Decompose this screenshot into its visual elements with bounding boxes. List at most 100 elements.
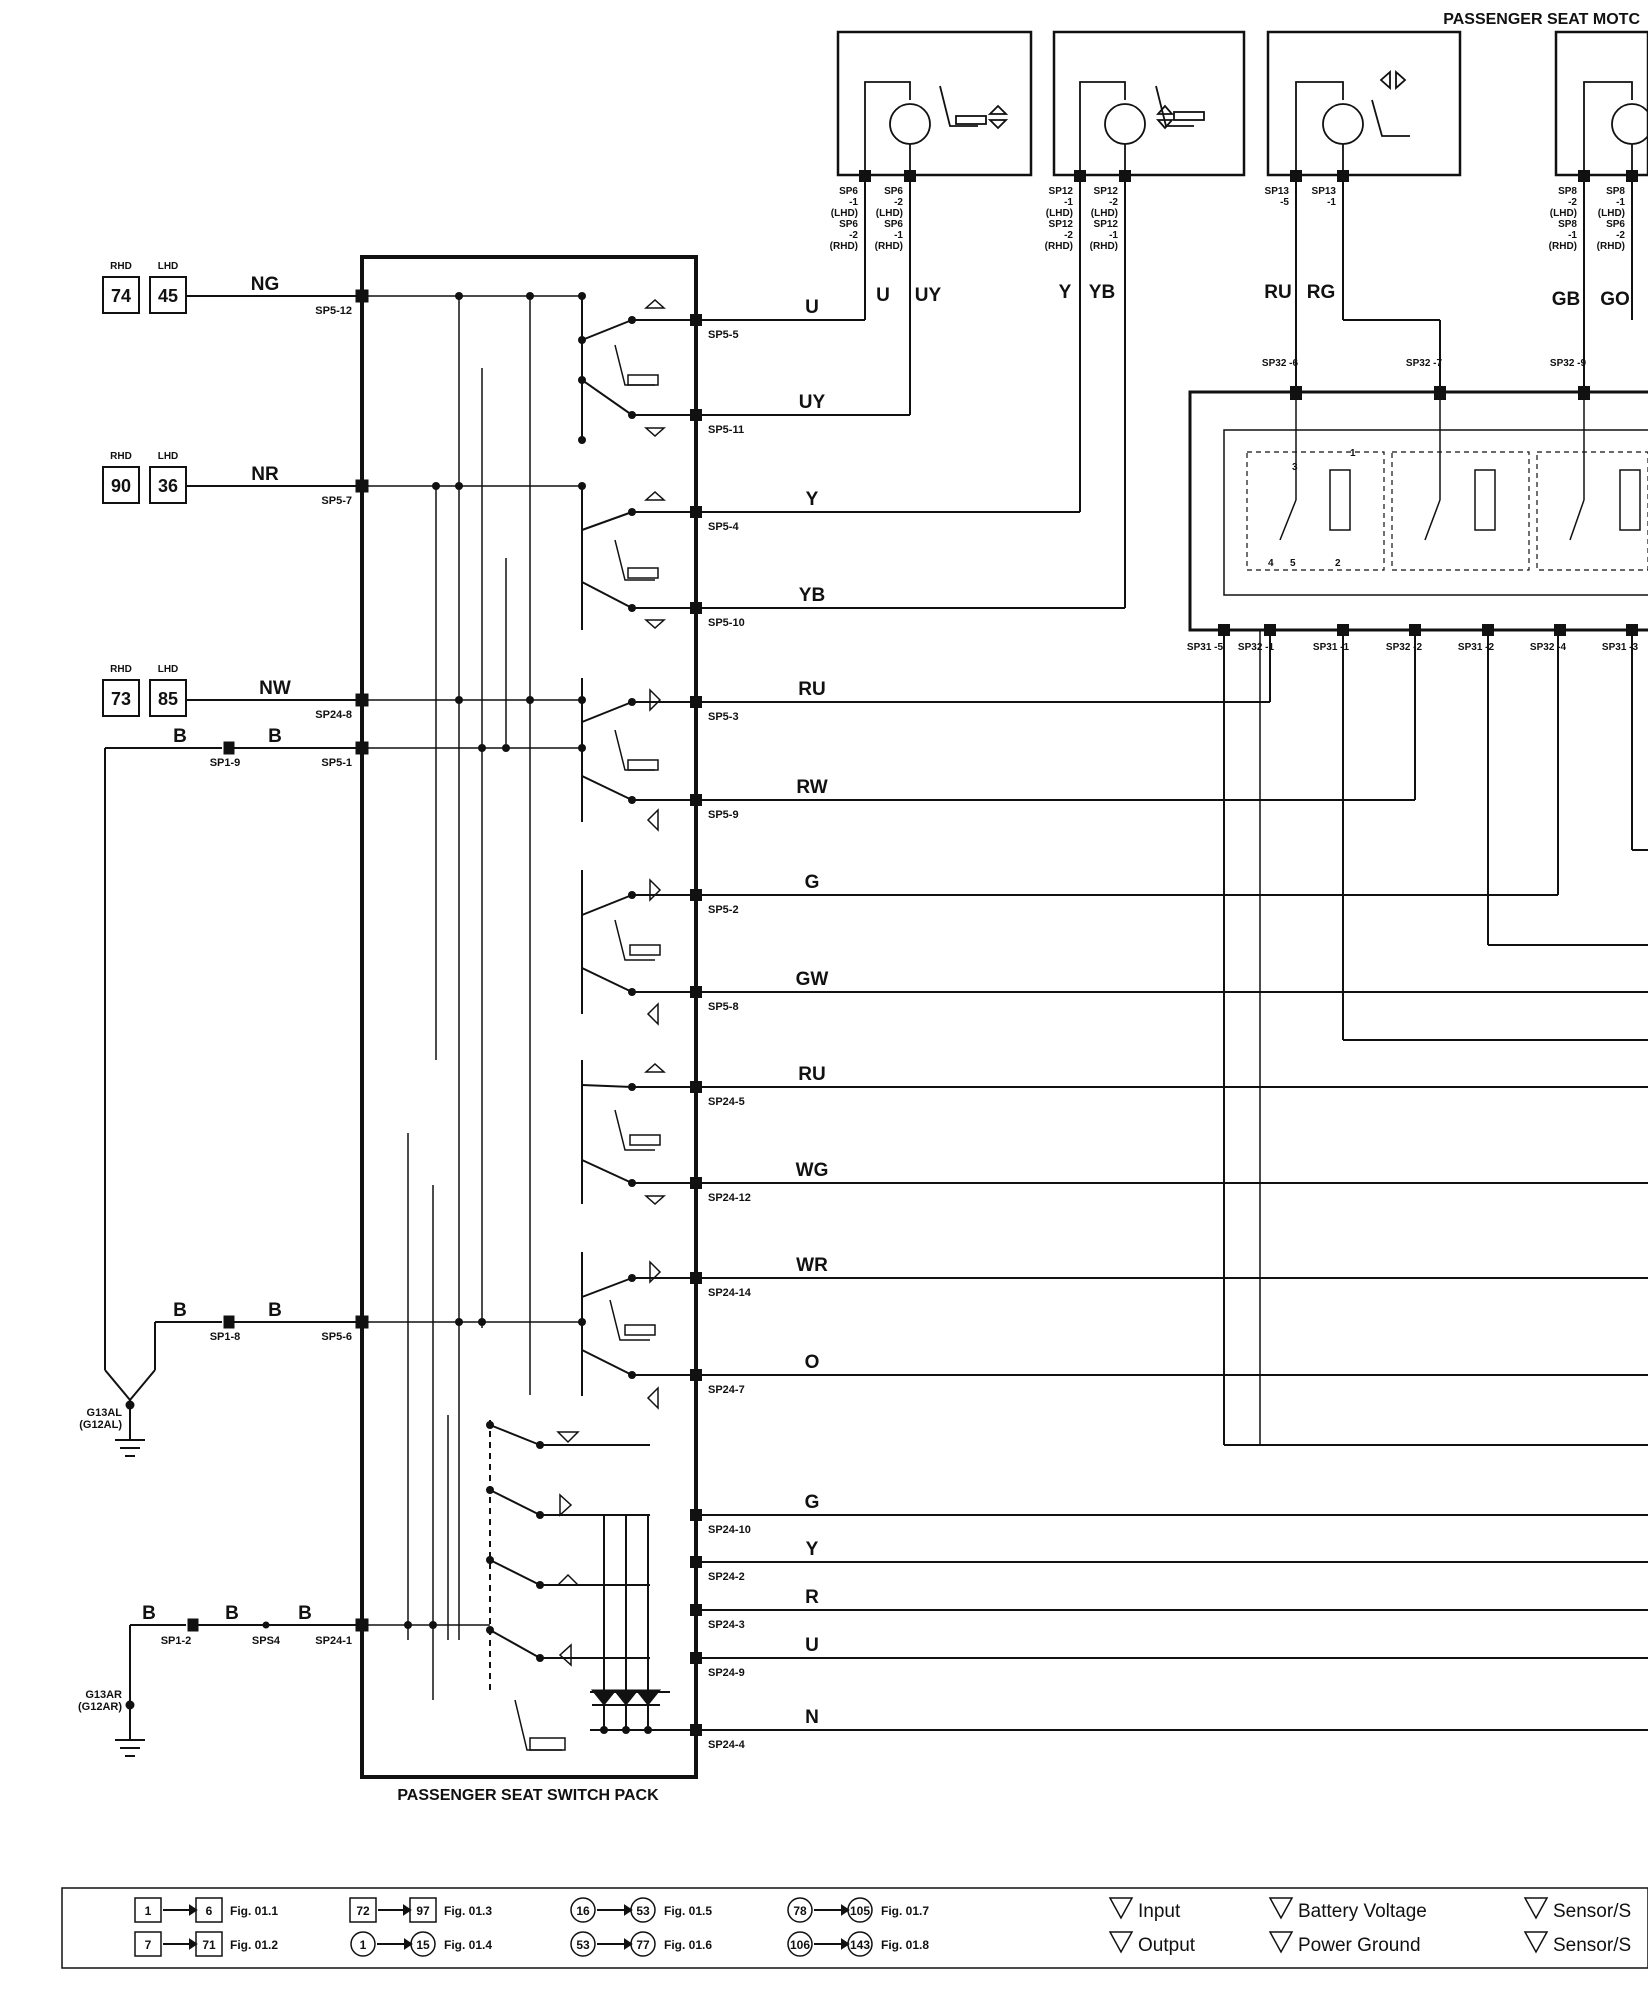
ground-connectors xyxy=(125,289,369,1710)
feed-2-pin: SP5-7 xyxy=(321,495,352,507)
relay-bottom-pin-5: SP31 -2 xyxy=(1458,642,1495,653)
legend-ref-4-a: 1 xyxy=(360,1938,367,1952)
m3-wire-a: RU xyxy=(1264,282,1291,303)
m3-pin-a: SP13-5 xyxy=(1265,186,1290,208)
out-pin-17: SP24-4 xyxy=(708,1739,746,1751)
motor-boxes xyxy=(836,30,1648,177)
legend-ref-6-b: 77 xyxy=(636,1938,650,1952)
legend-ref-1-fig[interactable]: Fig. 01.1 xyxy=(230,1904,278,1918)
legend-ref-3-b: 97 xyxy=(416,1904,430,1918)
legend-ref-1-b: 6 xyxy=(206,1904,213,1918)
relay-top-pin-3: SP32 -9 xyxy=(1550,358,1587,369)
legend-ref-4-b: 15 xyxy=(416,1938,430,1952)
legend-ref-4-fig[interactable]: Fig. 01.4 xyxy=(444,1938,492,1952)
legend-ref-3-a: 72 xyxy=(356,1904,370,1918)
out-wire-3: Y xyxy=(806,489,819,510)
relay-term-2: 2 xyxy=(1335,558,1341,569)
feed-3-pin: SP24-8 xyxy=(315,709,352,721)
out-wire-5: RU xyxy=(798,679,825,700)
relay-bottom-pin-1: SP31 -5 xyxy=(1187,642,1224,653)
ground-conn-b: SP1-8 xyxy=(210,1331,241,1343)
out-pin-1: SP5-5 xyxy=(708,329,739,341)
legend-power-ground: Power Ground xyxy=(1298,1935,1421,1956)
out-wire-6: RW xyxy=(796,777,827,798)
ground-a-alt: (G12AL) xyxy=(79,1419,122,1431)
ground-wiring xyxy=(104,747,362,1757)
m2-pin-b: SP12-2(LHD)SP12-1(RHD) xyxy=(1090,186,1119,252)
legend-ref-8-b: 143 xyxy=(850,1938,870,1952)
relay-term-3: 3 xyxy=(1292,462,1298,473)
relay-bottom-pin-4: SP32 -2 xyxy=(1386,642,1423,653)
feed-1-rhd-label: RHD xyxy=(110,261,132,272)
m1-wire-a: U xyxy=(876,285,890,306)
out-pin-16: SP24-9 xyxy=(708,1667,745,1679)
feed-3-lhd-ref[interactable]: 85 xyxy=(158,689,178,709)
out-pin-2: SP5-11 xyxy=(708,424,744,436)
out-pin-4: SP5-10 xyxy=(708,617,745,629)
legend-ref-6-fig[interactable]: Fig. 01.6 xyxy=(664,1938,712,1952)
feed-2-wire: NR xyxy=(251,464,279,485)
legend-ref-8-fig[interactable]: Fig. 01.8 xyxy=(881,1938,929,1952)
ground-wire-b1: B xyxy=(173,1300,187,1321)
out-wire-17: N xyxy=(805,1707,819,1728)
seat-icons xyxy=(514,344,661,1751)
legend-ref-1-a: 1 xyxy=(145,1904,152,1918)
ground-b-label: G13AR xyxy=(85,1689,122,1701)
ground-wire-b2: B xyxy=(268,1300,282,1321)
relay-term-5: 5 xyxy=(1290,558,1296,569)
out-wire-14: Y xyxy=(806,1539,819,1560)
m3-pin-b: SP13-1 xyxy=(1312,186,1337,208)
legend-ref-2-fig[interactable]: Fig. 01.2 xyxy=(230,1938,278,1952)
output-wires xyxy=(696,180,1648,1731)
out-pin-12: SP24-7 xyxy=(708,1384,745,1396)
out-wire-2: UY xyxy=(799,392,826,413)
motor-pins xyxy=(859,170,1638,182)
feed-3-rhd-label: RHD xyxy=(110,664,132,675)
out-pin-5: SP5-3 xyxy=(708,711,739,723)
legend-ref-7-fig[interactable]: Fig. 01.7 xyxy=(881,1904,929,1918)
switch-groups xyxy=(489,296,696,1731)
legend-ref-6-a: 53 xyxy=(576,1938,590,1952)
feed-1-lhd-ref[interactable]: 45 xyxy=(158,286,178,306)
out-pin-13: SP24-10 xyxy=(708,1524,751,1536)
legend-sensor-minus: Sensor/S xyxy=(1553,1935,1631,1956)
ground-a-label: G13AL xyxy=(87,1407,123,1419)
m4-wire-b: GO xyxy=(1600,289,1630,310)
out-wire-4: YB xyxy=(799,585,825,606)
relay-top-pin-1: SP32 -6 xyxy=(1262,358,1299,369)
feed-1-rhd-ref[interactable]: 74 xyxy=(111,286,131,306)
relay-bottom-pin-7: SP31 -3 xyxy=(1602,642,1639,653)
out-pin-14: SP24-2 xyxy=(708,1571,745,1583)
out-wire-1: U xyxy=(805,297,819,318)
motors-title: PASSENGER SEAT MOTC xyxy=(1443,11,1640,28)
out-wire-12: O xyxy=(805,1352,820,1373)
feed-3-rhd-ref[interactable]: 73 xyxy=(111,689,131,709)
legend-ref-3-fig[interactable]: Fig. 01.3 xyxy=(444,1904,492,1918)
m4-pin-b: SP8-1(LHD)SP6-2(RHD) xyxy=(1597,186,1626,252)
m2-pin-a: SP12-1(LHD)SP12-2(RHD) xyxy=(1045,186,1074,252)
out-wire-16: U xyxy=(805,1635,819,1656)
m4-wire-a: GB xyxy=(1552,289,1581,310)
out-pin-15: SP24-3 xyxy=(708,1619,745,1631)
legend-ref-8-a: 106 xyxy=(790,1938,810,1952)
legend-ref-5-a: 16 xyxy=(576,1904,590,1918)
ground-conn-a: SP1-9 xyxy=(210,757,241,769)
out-wire-8: GW xyxy=(796,969,829,990)
switch-pack xyxy=(360,255,698,1779)
motor-internals xyxy=(864,69,1648,175)
legend-ref-5-fig[interactable]: Fig. 01.5 xyxy=(664,1904,712,1918)
relay-bottom-pin-6: SP32 -4 xyxy=(1530,642,1567,653)
feed-1-wire: NG xyxy=(251,274,280,295)
ground-pin-c: SP24-1 xyxy=(315,1635,352,1647)
feed-2-lhd-ref[interactable]: 36 xyxy=(158,476,178,496)
legend-input: Input xyxy=(1138,1901,1181,1922)
relay-bottom-pin-3: SP31 -1 xyxy=(1313,642,1350,653)
out-pin-3: SP5-4 xyxy=(708,521,739,533)
feed-2-rhd-ref[interactable]: 90 xyxy=(111,476,131,496)
legend-battery: Battery Voltage xyxy=(1298,1901,1427,1922)
legend-output: Output xyxy=(1138,1935,1196,1956)
out-pin-6: SP5-9 xyxy=(708,809,739,821)
ground-wire-a2: B xyxy=(268,726,282,747)
out-pin-11: SP24-14 xyxy=(708,1287,752,1299)
